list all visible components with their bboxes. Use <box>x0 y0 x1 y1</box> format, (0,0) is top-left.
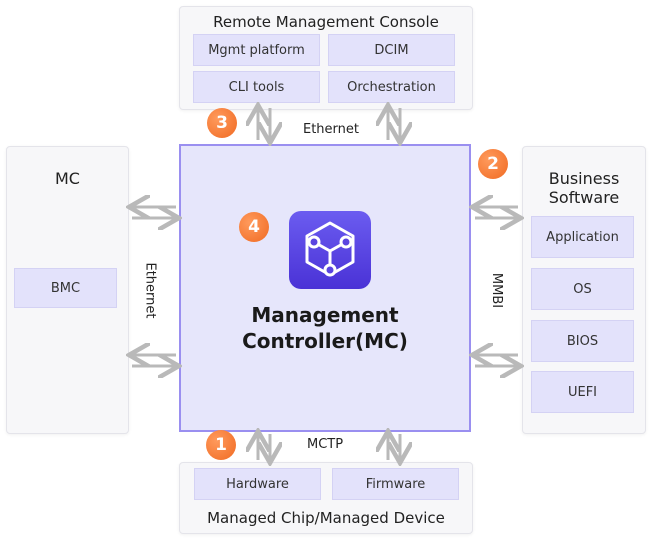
panel-title: Managed Chip/Managed Device <box>207 509 445 527</box>
uefi-box: UEFI <box>531 371 634 413</box>
top-connection-label: Ethernet <box>303 122 359 137</box>
dcim-box: DCIM <box>328 34 455 66</box>
orchestration-box: Orchestration <box>328 71 455 103</box>
controller-logo-icon <box>289 211 371 289</box>
step-badge-3: 3 <box>207 108 237 138</box>
step-badge-4: 4 <box>239 212 269 242</box>
hardware-box: Hardware <box>194 468 321 500</box>
application-box: Application <box>531 216 634 258</box>
step-badge-2: 2 <box>478 149 508 179</box>
bios-box: BIOS <box>531 320 634 362</box>
firmware-box: Firmware <box>332 468 459 500</box>
panel-title: Remote Management Console <box>213 13 439 31</box>
left-connection-label: Ethernet <box>142 262 158 319</box>
bmc-box: BMC <box>14 268 117 308</box>
right-connection-label: MMBI <box>489 272 505 309</box>
management-controller-title: Management Controller(MC) <box>242 303 408 353</box>
mgmt-platform-box: Mgmt platform <box>193 34 320 66</box>
os-box: OS <box>531 268 634 310</box>
bottom-connection-label: MCTP <box>307 437 344 452</box>
step-badge-1: 1 <box>206 430 236 460</box>
panel-title: Business Software <box>548 169 620 207</box>
panel-title: MC <box>55 169 80 188</box>
